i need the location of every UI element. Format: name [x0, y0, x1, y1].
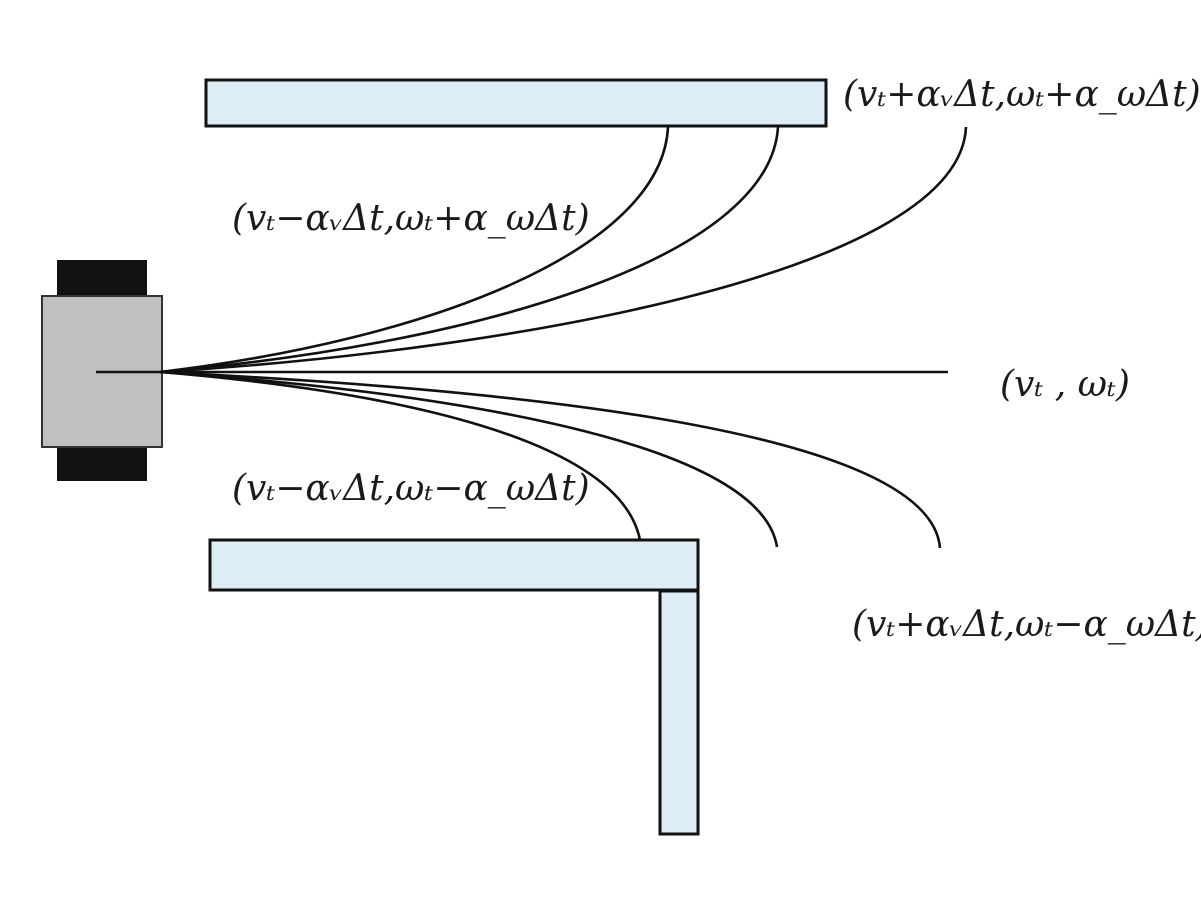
- trajectory-lower-2: [159, 370, 779, 548]
- robot: [41, 260, 163, 481]
- label-upper-right: (vₜ+αᵥΔt,ωₜ+α_ωΔt): [843, 74, 1201, 115]
- robot-wheel-top: [57, 260, 147, 298]
- label-upper-left: (vₜ−αᵥΔt,ωₜ+α_ωΔt): [232, 198, 590, 239]
- trajectory-upper-3: [159, 126, 968, 374]
- trajectory-upper-2: [159, 126, 780, 374]
- trajectory-upper-1: [159, 126, 670, 374]
- trajectory-lower-3: [159, 370, 942, 549]
- trajectory-lower-1: [159, 370, 642, 541]
- label-lower-left: (vₜ−αᵥΔt,ωₜ−α_ωΔt): [232, 468, 590, 509]
- top-obstacle: [204, 78, 828, 128]
- label-lower-right: (vₜ+αᵥΔt,ωₜ−α_ωΔt): [852, 604, 1201, 645]
- trajectories: [96, 126, 968, 549]
- robot-wheel-bottom: [57, 445, 147, 481]
- bottom-obstacle: [208, 538, 700, 592]
- vertical-obstacle: [658, 589, 700, 836]
- label-center: (vₜ , ωₜ): [1000, 364, 1130, 405]
